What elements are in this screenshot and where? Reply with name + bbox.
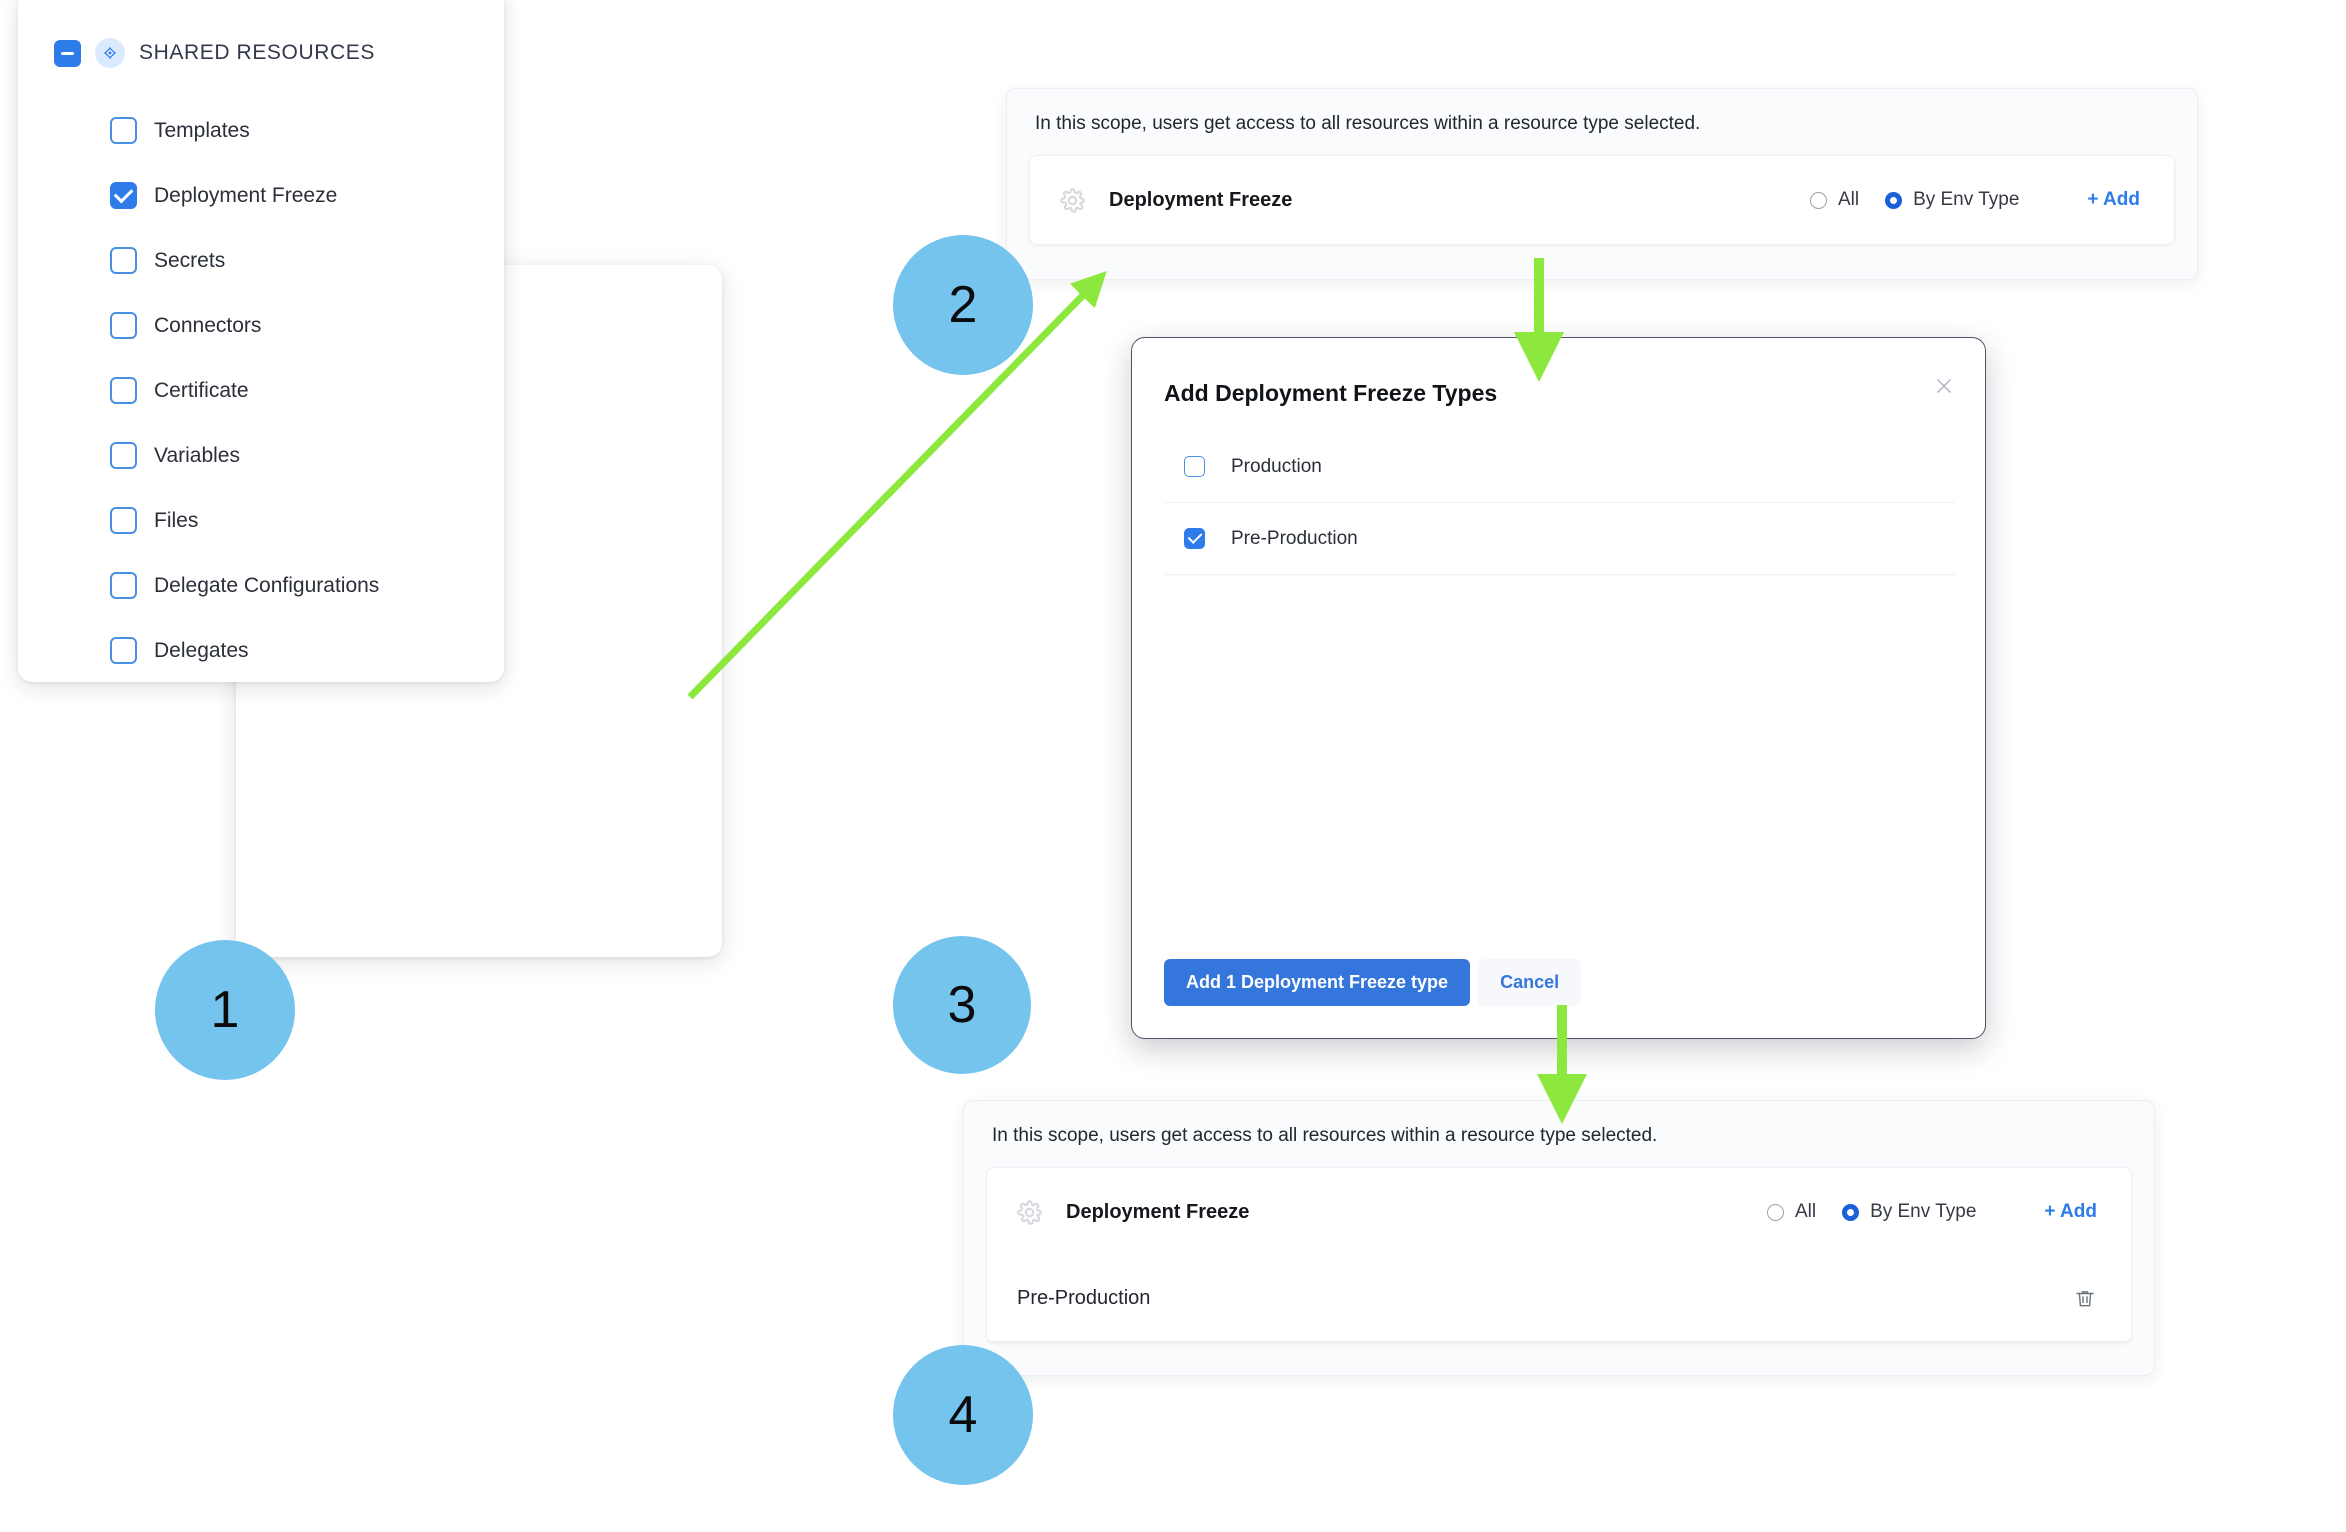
radio-by-env-type-label: By Env Type (1870, 1201, 1977, 1222)
step-marker-3: 3 (893, 936, 1031, 1074)
selected-env-type-label: Pre-Production (1017, 1287, 1151, 1309)
radio-by-env-type-icon[interactable] (1885, 191, 1903, 209)
radio-option-all[interactable]: All (1809, 189, 1860, 211)
scope-resource-name: Deployment Freeze (1109, 188, 1293, 211)
shared-resources-list: Templates Deployment Freeze Secrets Conn… (54, 98, 468, 683)
scope-panel-top: In this scope, users get access to all r… (1006, 88, 2198, 280)
modal-title: Add Deployment Freeze Types (1164, 380, 1498, 406)
step-marker-1: 1 (155, 940, 295, 1080)
list-item-label: Delegate Configurations (154, 573, 380, 597)
scope-resource-name: Deployment Freeze (1066, 1200, 1250, 1223)
table-row: Pre-Production (987, 1256, 2131, 1342)
gear-icon (1058, 186, 1087, 215)
add-deployment-freeze-types-modal: Add Deployment Freeze Types Production P… (1131, 337, 1986, 1039)
arrow-panel-to-scope (687, 270, 1107, 700)
list-item-label: Templates (154, 118, 250, 142)
shared-resources-checkbox[interactable] (54, 39, 81, 67)
list-item[interactable]: Connectors (54, 293, 468, 358)
shared-resources-icon (95, 38, 125, 68)
resource-checkbox-delegate-configurations[interactable] (110, 572, 137, 599)
list-item[interactable]: Files (54, 488, 468, 553)
radio-all-label: All (1837, 189, 1860, 210)
close-icon[interactable] (1929, 371, 1959, 401)
list-item[interactable]: Pre-Production (1164, 503, 1955, 575)
freeze-type-checkbox-pre-production[interactable] (1184, 528, 1205, 549)
freeze-type-list: Production Pre-Production (1164, 431, 1955, 575)
list-item-label: Connectors (154, 313, 262, 337)
list-item-label: Secrets (154, 248, 226, 272)
list-item-label: Deployment Freeze (154, 183, 338, 207)
list-item[interactable]: Delegate Configurations (54, 553, 468, 618)
scope-note: In this scope, users get access to all r… (1035, 113, 1701, 134)
resource-checkbox-delegates[interactable] (110, 637, 137, 664)
shared-resources-panel: SHARED RESOURCES Templates Deployment Fr… (18, 0, 504, 682)
scope-panel-bottom: In this scope, users get access to all r… (963, 1100, 2155, 1376)
radio-option-all[interactable]: All (1766, 1201, 1817, 1223)
list-item[interactable]: Deployment Freeze (54, 163, 468, 228)
list-item[interactable]: Templates (54, 98, 468, 163)
list-item-label: Certificate (154, 378, 249, 402)
shared-resources-header: SHARED RESOURCES (54, 38, 468, 68)
modal-footer: Add 1 Deployment Freeze type Cancel (1164, 959, 1582, 1006)
resource-checkbox-secrets[interactable] (110, 247, 137, 274)
step-marker-2: 2 (893, 235, 1033, 375)
radio-by-env-type-label: By Env Type (1913, 189, 2020, 210)
scope-controls: All By Env Type + Add (1809, 189, 2140, 211)
cancel-button[interactable]: Cancel (1478, 959, 1582, 1006)
add-freeze-type-button[interactable]: Add 1 Deployment Freeze type (1164, 959, 1471, 1006)
radio-all-icon[interactable] (1766, 1203, 1784, 1221)
resource-checkbox-deployment-freeze[interactable] (110, 182, 137, 209)
list-item-label: Production (1231, 455, 1322, 477)
list-item[interactable]: Certificate (54, 358, 468, 423)
scope-resource-card: Deployment Freeze All By Env Type + Add … (986, 1167, 2132, 1343)
list-item-label: Variables (154, 443, 240, 467)
gear-icon (1015, 1198, 1044, 1227)
radio-option-by-env-type[interactable]: By Env Type (1842, 1201, 1976, 1223)
add-button[interactable]: + Add (2044, 1201, 2097, 1222)
freeze-type-checkbox-production[interactable] (1184, 456, 1205, 477)
resource-checkbox-files[interactable] (110, 507, 137, 534)
radio-all-label: All (1794, 1201, 1817, 1222)
radio-by-env-type-icon[interactable] (1842, 1203, 1860, 1221)
trash-icon[interactable] (2073, 1287, 2097, 1311)
list-item-label: Pre-Production (1231, 527, 1358, 549)
scope-resource-row: Deployment Freeze All By Env Type + Add (1030, 156, 2174, 244)
resource-checkbox-variables[interactable] (110, 442, 137, 469)
list-item-label: Delegates (154, 638, 249, 662)
resource-checkbox-certificate[interactable] (110, 377, 137, 404)
shared-resources-title: SHARED RESOURCES (139, 41, 375, 64)
resource-checkbox-templates[interactable] (110, 117, 137, 144)
list-item[interactable]: Secrets (54, 228, 468, 293)
radio-option-by-env-type[interactable]: By Env Type (1885, 189, 2019, 211)
step-marker-4: 4 (893, 1345, 1033, 1485)
scope-resource-card: Deployment Freeze All By Env Type + Add (1029, 155, 2175, 245)
scope-resource-row: Deployment Freeze All By Env Type + Add (987, 1168, 2131, 1256)
list-item-label: Files (154, 508, 199, 532)
scope-controls: All By Env Type + Add (1766, 1201, 2097, 1223)
list-item[interactable]: Delegates (54, 618, 468, 683)
radio-all-icon[interactable] (1809, 191, 1827, 209)
add-button[interactable]: + Add (2087, 189, 2140, 210)
resource-checkbox-connectors[interactable] (110, 312, 137, 339)
list-item[interactable]: Variables (54, 423, 468, 488)
scope-note: In this scope, users get access to all r… (992, 1125, 1658, 1146)
list-item[interactable]: Production (1164, 431, 1955, 503)
